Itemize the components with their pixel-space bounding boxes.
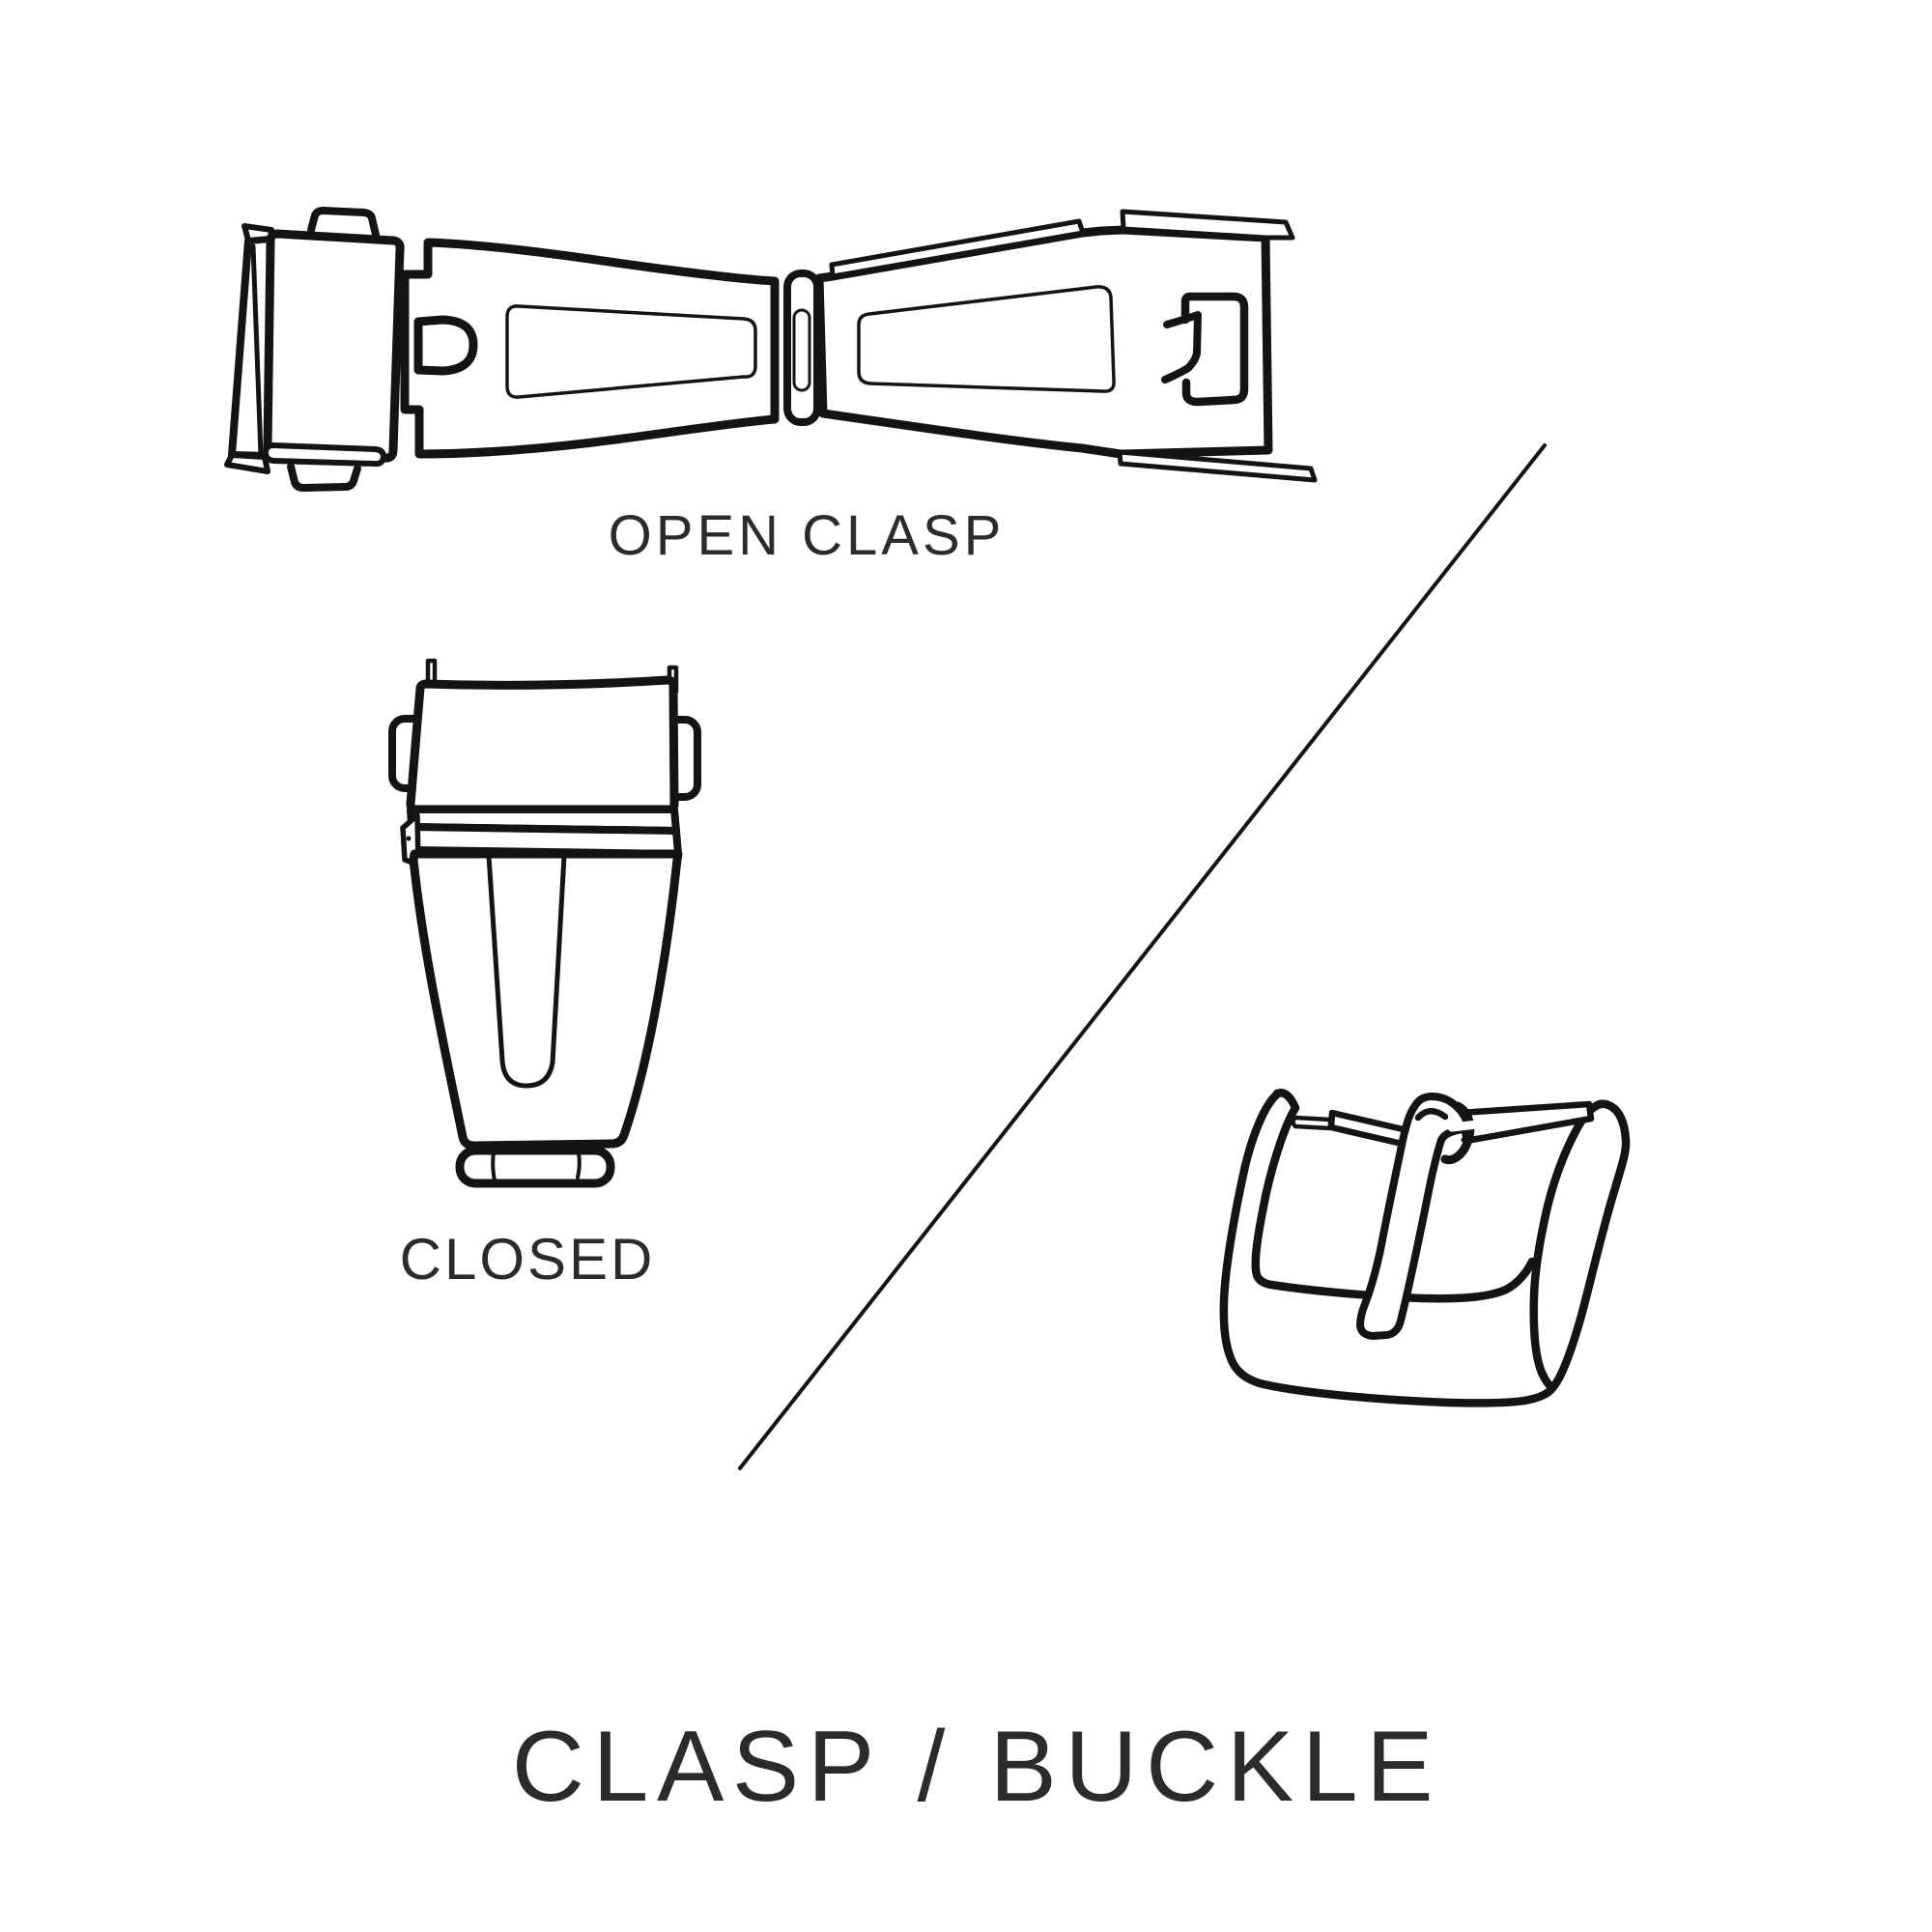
- svg-text:OPEN CLASP: OPEN CLASP: [609, 504, 1006, 567]
- svg-text:CLASP / BUCKLE: CLASP / BUCKLE: [512, 1711, 1441, 1823]
- svg-text:CLOSED: CLOSED: [400, 1227, 656, 1292]
